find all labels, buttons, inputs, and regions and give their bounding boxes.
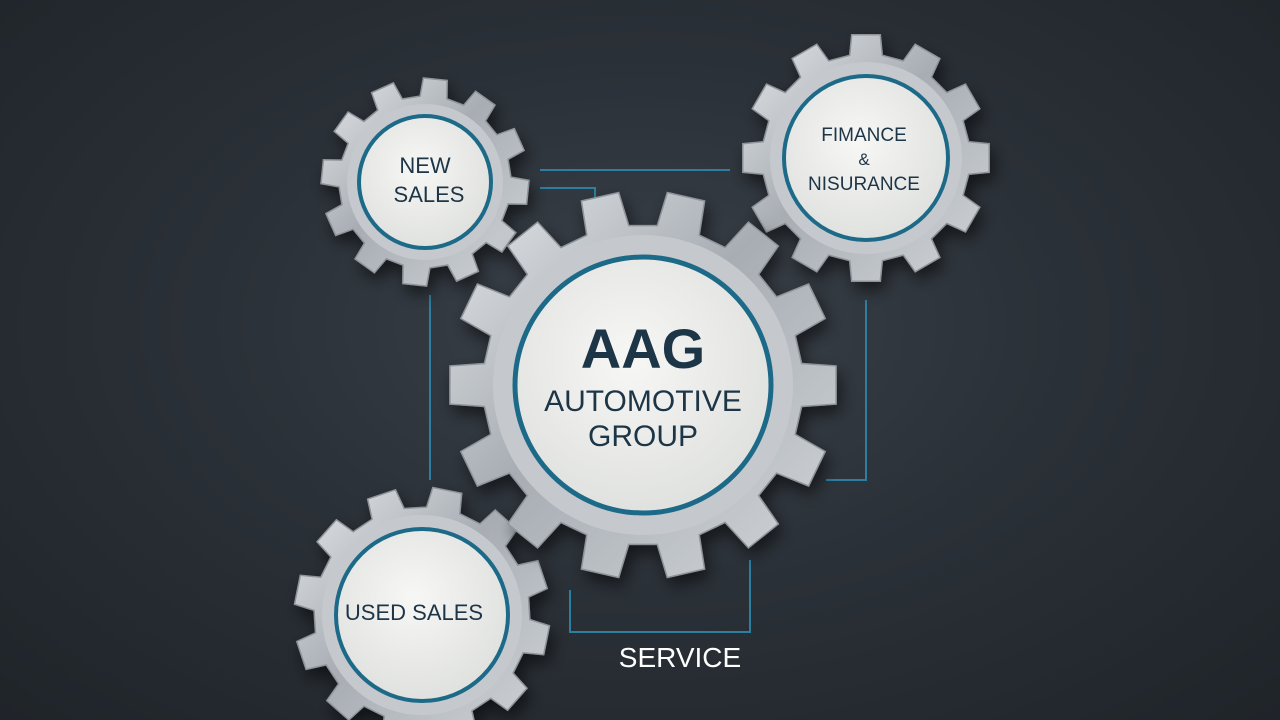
finance-line1: FIMANCE — [821, 125, 907, 146]
center-title: AAG — [581, 317, 705, 380]
gear-finance-insurance: FIMANCE & NISURANCE — [742, 34, 990, 282]
center-line3: GROUP — [588, 420, 698, 453]
connector-finance-to-center — [826, 300, 867, 481]
finance-line2: & — [858, 150, 870, 169]
new-sales-line1: NEW — [399, 153, 451, 178]
used-sales-line1: USED SALES — [345, 600, 483, 625]
gear-new-sales: NEW SALES — [320, 77, 530, 287]
gear-center-face — [512, 254, 774, 516]
gear-used-sales: USED SALES — [293, 486, 551, 720]
gear-used-sales-face — [334, 527, 510, 703]
finance-line3: NISURANCE — [808, 174, 920, 195]
service-label: SERVICE — [619, 642, 741, 673]
gear-new-sales-face — [357, 114, 493, 250]
gear-center-aag: AAG AUTOMOTIVE GROUP — [449, 191, 837, 579]
connector-lines — [429, 169, 867, 633]
center-line2: AUTOMOTIVE — [544, 385, 742, 418]
connector-service-bracket — [569, 560, 751, 633]
gear-finance-face — [782, 74, 950, 242]
new-sales-line2: SALES — [394, 182, 465, 207]
